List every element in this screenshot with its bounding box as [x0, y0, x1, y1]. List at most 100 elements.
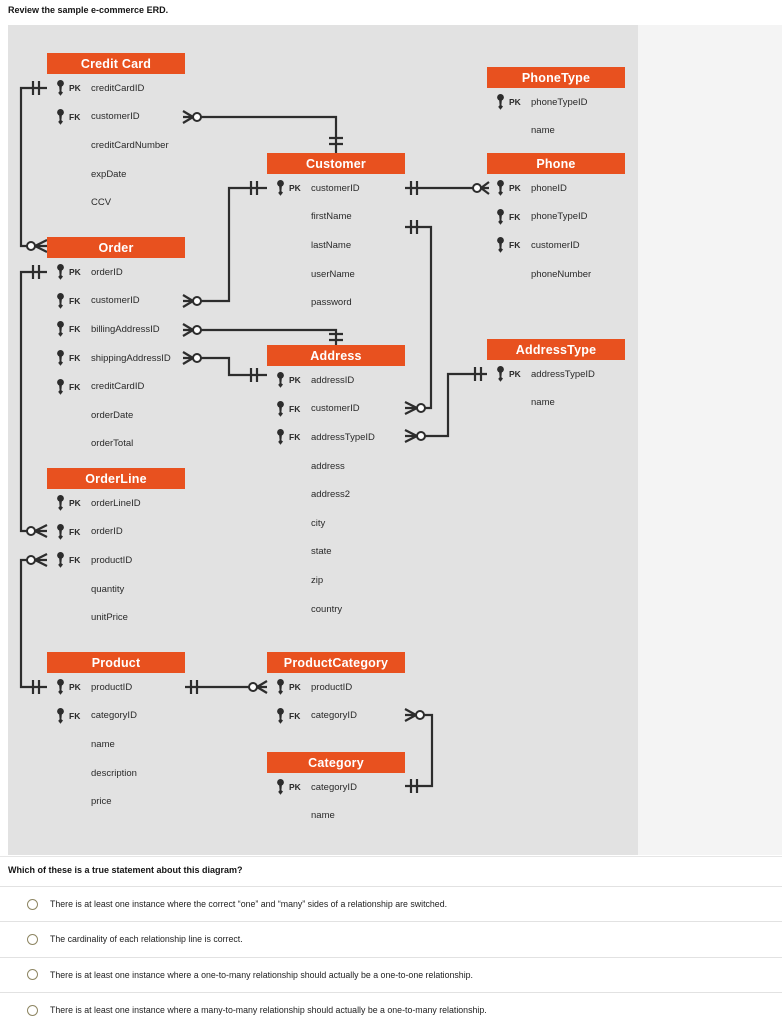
entity-title: Address	[310, 348, 362, 363]
attribute-label: description	[91, 767, 137, 779]
attribute-label: creditCardNumber	[91, 139, 169, 151]
attribute-row: price	[47, 787, 185, 816]
attribute-row: quantity	[47, 575, 185, 604]
key-icon-spacer	[55, 407, 66, 423]
attribute-row: creditCardNumber	[47, 131, 185, 160]
attribute-row: phoneNumber	[487, 260, 625, 289]
radio-button[interactable]	[27, 898, 38, 910]
attribute-label: orderTotal	[91, 438, 134, 450]
attribute-row: PK orderLineID	[47, 489, 185, 518]
key-icon-spacer	[275, 237, 286, 253]
answer-option-1[interactable]: There is at least one instance where the…	[0, 886, 782, 921]
answer-option-2[interactable]: The cardinality of each relationship lin…	[0, 921, 782, 956]
key-type: FK	[69, 295, 81, 306]
attribute-label: addressTypeID	[531, 368, 595, 380]
entity-title: Phone	[536, 156, 576, 171]
entity-title: Customer	[306, 156, 366, 171]
entity-header: Phone	[487, 153, 625, 174]
attribute-label: city	[311, 517, 326, 529]
attribute-label: categoryID	[311, 781, 357, 793]
attribute-row: firstName	[267, 203, 405, 232]
key-icon	[275, 180, 286, 196]
attribute-label: name	[531, 397, 555, 409]
attribute-label: creditCardID	[91, 82, 145, 94]
key-type: PK	[289, 375, 301, 386]
attribute-row: state	[267, 538, 405, 567]
key-type: PK	[69, 498, 81, 509]
key-type: FK	[289, 710, 301, 721]
attribute-label: orderID	[91, 526, 123, 538]
key-icon-spacer	[55, 195, 66, 211]
attribute-label: zip	[311, 574, 324, 586]
key-icon	[55, 523, 66, 540]
page-title: Review the sample e-commerce ERD.	[8, 5, 169, 15]
radio-button[interactable]	[27, 933, 38, 945]
attribute-label: phoneID	[531, 182, 567, 194]
key-icon-spacer	[275, 295, 286, 311]
key-icon	[55, 495, 66, 511]
attribute-row: unitPrice	[47, 603, 185, 632]
key-icon-spacer	[275, 544, 286, 560]
attribute-label: productID	[91, 681, 133, 693]
key-icon	[275, 679, 286, 695]
attribute-label: orderID	[91, 266, 123, 278]
radio-button[interactable]	[27, 969, 38, 981]
entity-header: Category	[267, 752, 405, 773]
key-icon	[275, 400, 286, 417]
question-section: Which of these is a true statement about…	[0, 856, 782, 1027]
option-label: There is at least one instance where a o…	[50, 969, 473, 980]
key-icon	[55, 350, 66, 366]
key-icon-spacer	[55, 765, 66, 781]
attribute-label: unitPrice	[91, 612, 128, 624]
key-type: PK	[509, 369, 521, 380]
key-icon	[55, 80, 66, 96]
attribute-label: shippingAddressID	[91, 352, 171, 364]
radio-button[interactable]	[27, 1004, 38, 1016]
answer-option-4[interactable]: There is at least one instance where a m…	[0, 991, 782, 1027]
key-icon	[55, 108, 66, 125]
attribute-row: CCV	[47, 188, 185, 217]
key-icon-spacer	[55, 137, 66, 153]
attribute-row: name	[487, 117, 625, 146]
attribute-label: password	[311, 297, 352, 309]
entity-title: Order	[98, 240, 134, 255]
attribute-row: orderDate	[47, 401, 185, 430]
key-icon	[55, 552, 66, 569]
attribute-label: customerID	[91, 111, 140, 123]
entity-title: Category	[308, 755, 364, 770]
key-icon	[275, 779, 286, 795]
key-icon	[275, 429, 286, 446]
key-icon-spacer	[275, 209, 286, 225]
attribute-label: price	[91, 796, 112, 808]
attribute-label: orderLineID	[91, 497, 141, 509]
attribute-row: expDate	[47, 160, 185, 189]
attribute-row: name	[267, 802, 405, 831]
answer-option-3[interactable]: There is at least one instance where a o…	[0, 956, 782, 992]
option-label: There is at least one instance where the…	[50, 899, 448, 910]
attribute-row: zip	[267, 566, 405, 595]
key-icon	[495, 366, 506, 382]
attribute-row: orderTotal	[47, 430, 185, 459]
key-type: FK	[289, 432, 301, 443]
attribute-label: name	[91, 738, 115, 750]
key-icon	[55, 378, 66, 395]
attribute-label: name	[531, 125, 555, 137]
